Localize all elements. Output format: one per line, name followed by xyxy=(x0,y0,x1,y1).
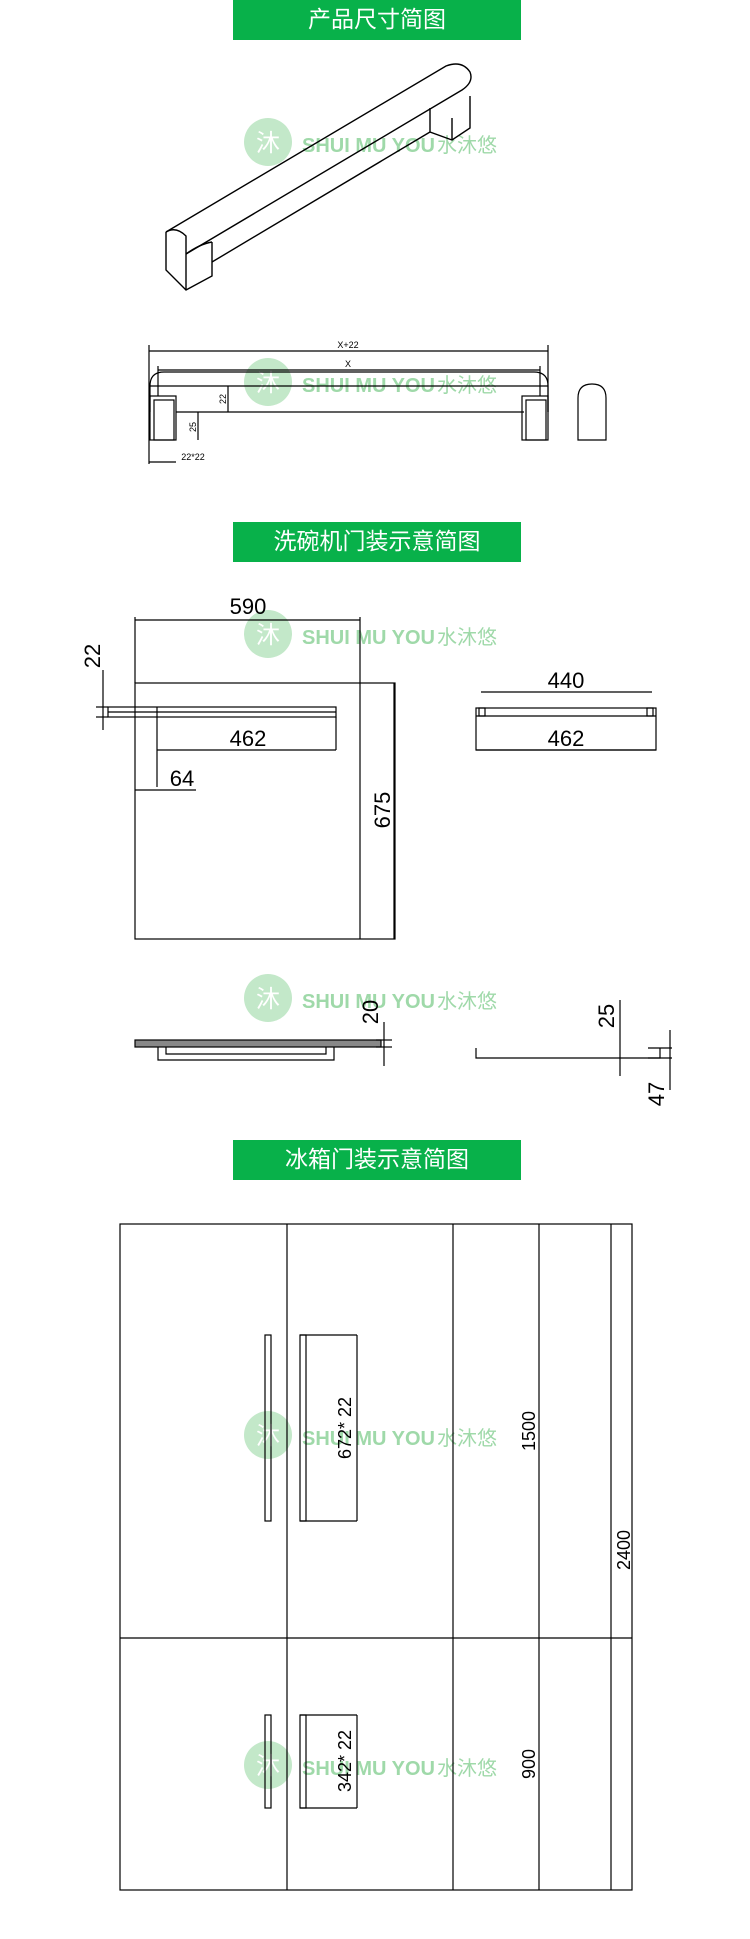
dim-fridge-lower-handle: 342* 22 xyxy=(335,1730,355,1792)
watermark: 沐 SHUI MU YOU 水沐悠 xyxy=(244,118,497,166)
watermark: 沐 SHUI MU YOU 水沐悠 xyxy=(244,358,497,406)
watermark-glyph: 沐 xyxy=(256,130,280,157)
dim-dw-panel: 20 xyxy=(358,1000,383,1024)
dim-dw-bar: 462 xyxy=(230,726,267,751)
dim-fridge-total-height: 2400 xyxy=(614,1530,634,1570)
section-title-product-size: 产品尺寸简图 xyxy=(233,0,521,40)
watermark-glyph: 沐 xyxy=(256,1423,280,1450)
watermark-glyph: 沐 xyxy=(256,622,280,649)
dim-length: X xyxy=(345,359,351,369)
dishwasher-section-view xyxy=(134,1022,392,1066)
handle-front-view xyxy=(148,345,607,464)
watermark-cn: 水沐悠 xyxy=(437,990,497,1013)
dishwasher-front-view xyxy=(96,617,396,940)
watermark-glyph: 沐 xyxy=(256,1753,280,1780)
dim-overall: X+22 xyxy=(337,340,358,350)
watermark-glyph: 沐 xyxy=(256,986,280,1013)
watermark-cn: 水沐悠 xyxy=(437,1427,497,1450)
dim-section: 22*22 xyxy=(181,452,205,462)
watermark-glyph: 沐 xyxy=(256,370,280,397)
fridge-elevation xyxy=(119,1223,633,1891)
watermark: 沐 SHUI MU YOU 水沐悠 xyxy=(244,610,497,658)
watermark-brand: SHUI MU YOU xyxy=(302,1428,435,1450)
dim-dw-offset: 22 xyxy=(80,644,105,668)
dishwasher-handle-front-view xyxy=(475,691,657,751)
dim-leg: 25 xyxy=(188,422,198,432)
dim-dw-height: 675 xyxy=(370,792,395,829)
dim-fridge-upper-handle: 672* 22 xyxy=(335,1397,355,1459)
dim-fridge-lower-height: 900 xyxy=(519,1749,539,1779)
watermark: 沐 SHUI MU YOU 水沐悠 xyxy=(244,1411,497,1459)
dim-dw-inset: 64 xyxy=(170,766,194,791)
watermark: 沐 SHUI MU YOU 水沐悠 xyxy=(244,974,497,1022)
section-title-dishwasher: 洗碗机门装示意简图 xyxy=(233,522,521,562)
section-title-fridge: 冰箱门装示意简图 xyxy=(233,1140,521,1180)
dim-fridge-upper-height: 1500 xyxy=(519,1411,539,1451)
watermark-brand: SHUI MU YOU xyxy=(302,991,435,1013)
watermark-brand: SHUI MU YOU xyxy=(302,627,435,649)
dim-dw-depth: 47 xyxy=(644,1082,669,1106)
dim-height: 22 xyxy=(218,394,228,404)
watermark-cn: 水沐悠 xyxy=(437,1757,497,1780)
watermark-brand: SHUI MU YOU xyxy=(302,1758,435,1780)
watermark: 沐 SHUI MU YOU 水沐悠 xyxy=(244,1741,497,1789)
dim-dw-width: 590 xyxy=(230,594,267,619)
dim-dw-side-inner: 440 xyxy=(548,668,585,693)
watermark-cn: 水沐悠 xyxy=(437,626,497,649)
handle-isometric-view xyxy=(165,63,472,291)
dishwasher-handle-side-view xyxy=(475,1000,672,1090)
dim-dw-side-outer: 462 xyxy=(548,726,585,751)
dim-dw-proj: 25 xyxy=(594,1004,619,1028)
